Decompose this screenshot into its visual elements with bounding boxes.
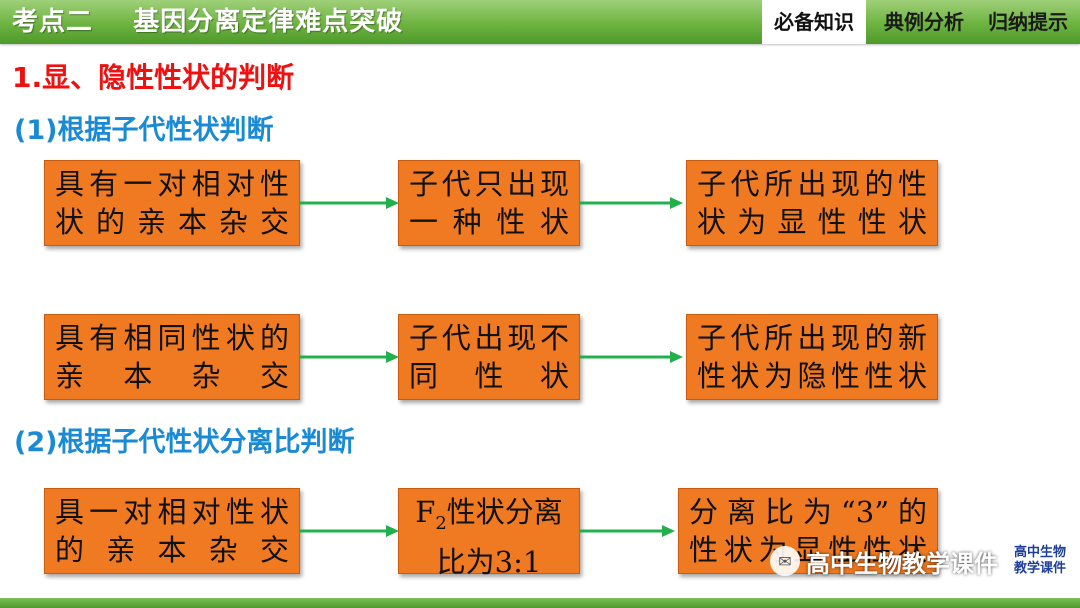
arrow-row1-a	[300, 196, 400, 210]
box-row2-offspring: 子代出现不 同 性 状	[398, 314, 580, 400]
box-line: 子代只出现	[409, 167, 569, 201]
watermark-text: 高中生物教学课件	[806, 549, 998, 578]
footer-bar	[0, 598, 1080, 608]
box-line: 子代出现不	[409, 321, 569, 355]
box-line: 子代所出现的性	[697, 167, 927, 201]
box-line: 同 性 状	[409, 359, 569, 393]
part2-title: (2)根据子代性状分离比判断	[14, 427, 355, 458]
box-row3-offspring: F2性状分离 比为3:1	[398, 488, 580, 579]
arrow-row1-b	[580, 196, 684, 210]
arrow-row3-a	[300, 524, 400, 538]
box-line: 亲 本 杂 交	[55, 359, 289, 393]
tab-bar: 必备知识 典例分析 归纳提示	[762, 0, 1080, 44]
box-row3-parent: 具一对相对性状 的 亲 本 杂 交	[44, 488, 300, 574]
arrow-row2-b	[580, 350, 684, 364]
page-title: 考点二 基因分离定律难点突破	[12, 7, 404, 37]
box-line: 比为3:1	[436, 544, 542, 579]
f-subscript: 2	[435, 512, 447, 534]
box-line: 状 为 显 性 性 状	[697, 205, 927, 239]
section-title: 1.显、隐性性状的判断	[12, 61, 295, 94]
box-line: 一 种 性 状	[409, 205, 569, 239]
box-line: 具有一对相对性	[55, 167, 289, 201]
part1-title: (1)根据子代性状判断	[14, 115, 274, 146]
header-bar: 考点二 基因分离定律难点突破 必备知识 典例分析 归纳提示	[0, 0, 1080, 44]
tab-summary-tips[interactable]: 归纳提示	[988, 10, 1068, 34]
f-symbol: F	[415, 495, 436, 529]
box-row3-conclusion: 分离比为“3”的 性状为显性性状	[678, 488, 938, 574]
box-line: 性状为隐性性状	[697, 359, 927, 393]
box-line: 具有相同性状的	[55, 321, 289, 355]
logo-line: 高中生物	[1013, 545, 1066, 560]
box-line: 性状为显性性状	[689, 533, 927, 567]
box-row1-conclusion: 子代所出现的性 状 为 显 性 性 状	[686, 160, 938, 246]
box-line: 具一对相对性状	[55, 495, 289, 529]
box-row1-offspring: 子代只出现 一 种 性 状	[398, 160, 580, 246]
box-row1-parent: 具有一对相对性 状 的 亲 本 杂 交	[44, 160, 300, 246]
tab-example-analysis[interactable]: 典例分析	[884, 10, 964, 34]
arrow-row2-a	[300, 350, 400, 364]
box-line: F2性状分离	[409, 493, 569, 543]
brand-logo: 高中生物 教学课件	[1008, 536, 1072, 586]
box-line: 的 亲 本 杂 交	[55, 533, 289, 567]
tab-essential-knowledge[interactable]: 必备知识	[762, 0, 866, 44]
box-text: 性状分离	[446, 495, 563, 529]
box-row2-parent: 具有相同性状的 亲 本 杂 交	[44, 314, 300, 400]
box-row2-conclusion: 子代所出现的新 性状为隐性性状	[686, 314, 938, 400]
box-line: 状 的 亲 本 杂 交	[55, 205, 289, 239]
logo-line: 教学课件	[1013, 561, 1066, 576]
box-line: 子代所出现的新	[697, 321, 927, 355]
box-line: 分离比为“3”的	[689, 495, 927, 529]
watermark: ✉ 高中生物教学课件 高中生物 教学课件	[770, 536, 1072, 586]
wechat-icon: ✉	[770, 546, 800, 576]
arrow-row3-b	[580, 524, 676, 538]
